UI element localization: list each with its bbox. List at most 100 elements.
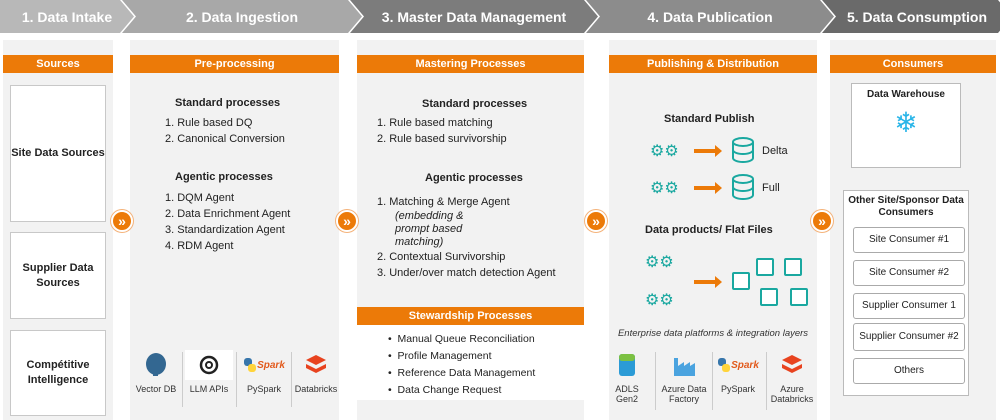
standard-processes-list: 1. Rule based DQ 2. Canonical Conversion: [165, 115, 285, 147]
list-item-text: Data Change Request: [397, 384, 502, 396]
column-ingestion: [130, 40, 339, 420]
flow-arrow-icon: »: [811, 210, 833, 232]
agentic-processes-title: Agentic processes: [425, 172, 523, 184]
gear-icon: ⚙⚙: [645, 254, 674, 271]
file-icon: [732, 272, 750, 290]
openai-icon: [185, 350, 233, 380]
standard-publish-title: Standard Publish: [664, 113, 755, 125]
list-item-note: (embedding & prompt based matching): [395, 210, 464, 248]
list-item-text: Reference Data Management: [397, 367, 536, 379]
tool-label: LLM APIs: [189, 384, 229, 394]
file-icon: [790, 288, 808, 306]
arrow-right-icon: [694, 276, 722, 288]
stage-data-consumption: 5. Data Consumption: [822, 0, 1000, 33]
stage-data-publication: 4. Data Publication: [586, 0, 834, 33]
site-data-sources-box: Site Data Sources: [10, 85, 106, 222]
agentic-processes-list: 1. Matching & Merge Agent (embedding & p…: [377, 194, 556, 281]
postgres-elephant-icon: [132, 350, 180, 380]
tool-label: Azure Data Factory: [661, 384, 707, 404]
column-publication: [609, 40, 817, 420]
stage-data-intake: 1. Data Intake: [0, 0, 134, 33]
databricks-icon: [768, 350, 816, 380]
standard-processes-title: Standard processes: [175, 97, 281, 109]
other-consumers-title: Other Site/Sponsor Data Consumers: [848, 195, 964, 218]
divider: [712, 352, 713, 410]
snowflake-icon: ❄: [894, 107, 918, 138]
supplier-data-sources-box: Supplier Data Sources: [10, 232, 106, 319]
stage-label: 3. Master Data Management: [381, 8, 567, 25]
file-icon: [756, 258, 774, 276]
list-item: 1. DQM Agent: [165, 192, 235, 204]
database-icon: [732, 174, 754, 200]
tool-azure-data-factory: Azure Data Factory: [658, 350, 710, 404]
tool-label: PySpark: [720, 384, 755, 394]
consumer-item: Supplier Consumer 1: [853, 293, 965, 319]
flow-arrow-icon: »: [585, 210, 607, 232]
data-products-title: Data products/ Flat Files: [645, 224, 773, 236]
arrow-right-icon: [694, 182, 722, 194]
tool-label: Databricks: [294, 384, 338, 394]
delta-label: Delta: [762, 145, 788, 157]
divider: [236, 352, 237, 407]
list-item: 1. Rule based matching: [377, 117, 493, 129]
spark-logo: Spark: [731, 359, 759, 371]
data-factory-icon: [658, 350, 710, 380]
spark-logo: Spark: [257, 359, 285, 371]
pyspark-icon: Spark: [238, 350, 290, 380]
tool-adls-gen2: ADLS Gen2: [603, 350, 651, 404]
list-item-text: Profile Management: [397, 350, 492, 362]
tool-databricks: Databricks: [292, 350, 340, 394]
consumer-item: Supplier Consumer #2: [853, 323, 965, 351]
divider: [655, 352, 656, 410]
tool-azure-databricks: Azure Databricks: [768, 350, 816, 404]
stage-master-data-management: 3. Master Data Management: [350, 0, 598, 33]
standard-processes-list: 1. Rule based matching 2. Rule based sur…: [377, 115, 507, 147]
list-item-text: Manual Queue Reconciliation: [397, 333, 535, 345]
database-icon: [732, 137, 754, 163]
mastering-processes-header: Mastering Processes: [357, 55, 584, 73]
data-warehouse-label: Data Warehouse: [867, 89, 945, 100]
stage-label: 2. Data Ingestion: [185, 8, 299, 25]
tool-label: Vector DB: [135, 384, 177, 394]
consumer-item: Others: [853, 358, 965, 384]
stewardship-panel: [357, 325, 584, 400]
consumer-item: Site Consumer #2: [853, 260, 965, 286]
gear-icon: ⚙⚙: [650, 143, 679, 160]
list-item: 1. Rule based DQ: [165, 117, 253, 129]
list-item: 3. Under/over match detection Agent: [377, 267, 556, 279]
file-icon: [784, 258, 802, 276]
file-icon: [760, 288, 778, 306]
list-item: 2. Rule based survivorship: [377, 133, 507, 145]
flow-arrow-icon: »: [111, 210, 133, 232]
stewardship-processes-header: Stewardship Processes: [357, 307, 584, 325]
tool-label: Azure Databricks: [770, 384, 814, 404]
stewardship-list: • Manual Queue Reconciliation • Profile …: [388, 331, 535, 399]
adls-icon: [603, 350, 651, 380]
tool-vector-db: Vector DB: [132, 350, 180, 394]
full-label: Full: [762, 182, 780, 194]
list-item: 1. Matching & Merge Agent: [377, 196, 510, 208]
tool-label: PySpark: [246, 384, 281, 394]
publishing-distribution-header: Publishing & Distribution: [609, 55, 817, 73]
agentic-processes-list: 1. DQM Agent 2. Data Enrichment Agent 3.…: [165, 190, 290, 254]
list-item: 4. RDM Agent: [165, 240, 234, 252]
tool-label: ADLS Gen2: [615, 384, 639, 404]
divider: [291, 352, 292, 407]
list-item: • Profile Management: [388, 350, 492, 362]
sources-header: Sources: [3, 55, 113, 73]
list-item: 2. Data Enrichment Agent: [165, 208, 291, 220]
stage-data-ingestion: 2. Data Ingestion: [122, 0, 362, 33]
gear-icon: ⚙⚙: [645, 292, 674, 309]
consumers-header: Consumers: [830, 55, 996, 73]
divider: [182, 352, 183, 407]
stage-label: 5. Data Consumption: [846, 8, 987, 25]
arrow-right-icon: [694, 145, 722, 157]
gear-icon: ⚙⚙: [650, 180, 679, 197]
data-warehouse-box: Data Warehouse ❄: [851, 83, 961, 168]
consumer-item: Site Consumer #1: [853, 227, 965, 253]
platforms-caption: Enterprise data platforms & integration …: [617, 328, 809, 339]
pyspark-icon: Spark: [712, 350, 764, 380]
agentic-processes-title: Agentic processes: [175, 171, 273, 183]
list-item: • Data Change Request: [388, 384, 502, 396]
